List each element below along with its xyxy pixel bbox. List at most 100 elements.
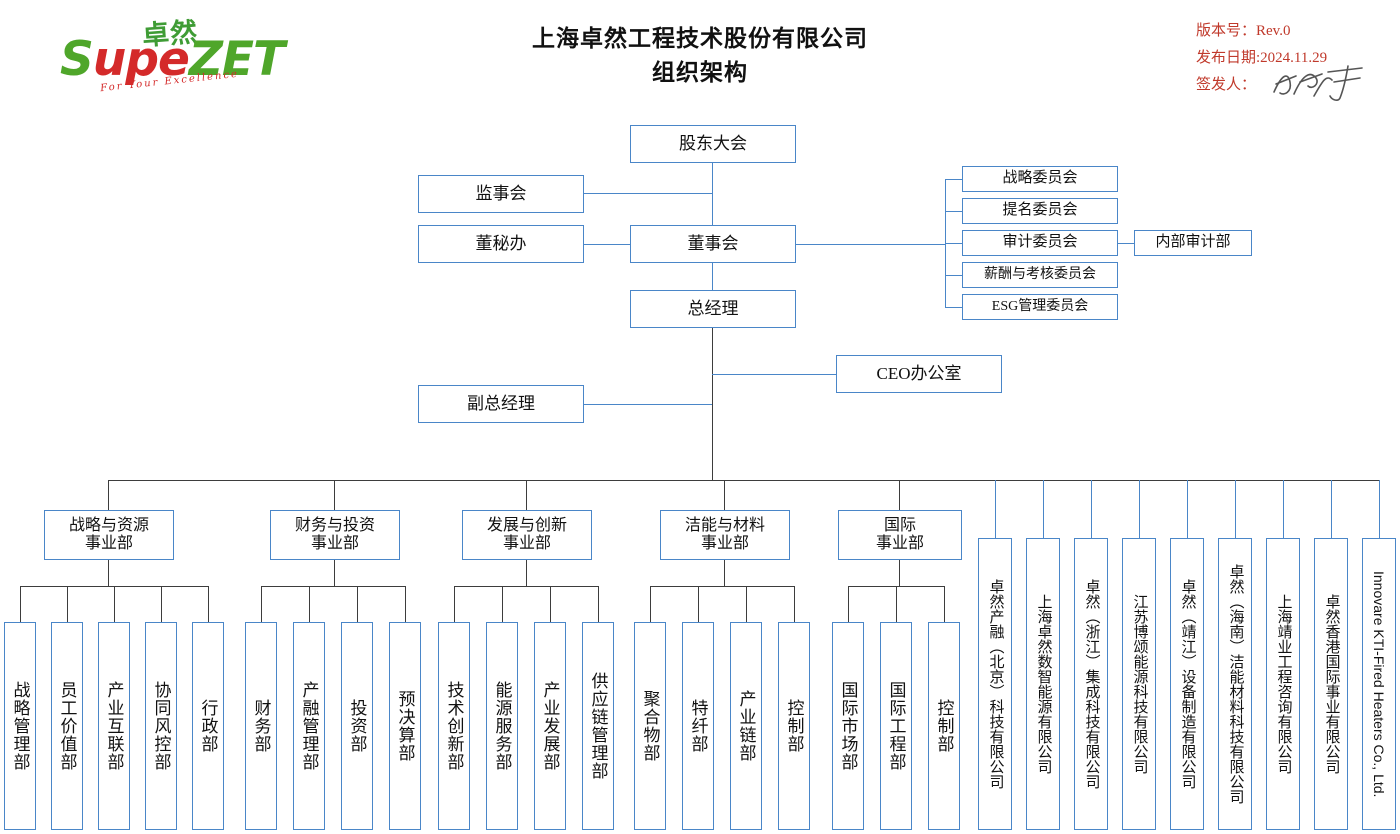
dept-label: 供应链管理部 [588,672,608,780]
dept-industry-finance-management[interactable]: 产融管理部 [293,622,325,830]
stem-division-4 [724,560,726,586]
node-label: ESG管理委员会 [991,298,1089,314]
node-remuneration-committee[interactable]: 薪酬与考核委员会 [962,262,1118,288]
dept-collaborative-risk-control[interactable]: 协同风控部 [145,622,177,830]
node-internal-audit-department[interactable]: 内部审计部 [1134,230,1252,256]
connector-d1-dept-4 [161,586,163,622]
connector-d5-dept-1 [848,586,850,622]
stem-division-1 [108,560,110,586]
page-title-line1: 上海卓然工程技术股份有限公司 [532,26,868,51]
node-board-secretary-office[interactable]: 董秘办 [418,225,584,263]
connector-committee-3 [945,243,962,245]
connector-d4-dept-3 [746,586,748,622]
connector-d2-dept-1 [261,586,263,622]
subsidiary-zhuoran-zhejiang-integration[interactable]: 卓然（浙江）集成科技有限公司 [1074,538,1108,830]
dept-label: 能源服务部 [492,681,512,771]
dept-budget-final-accounts[interactable]: 预决算部 [389,622,421,830]
node-label: 薪酬与考核委员会 [984,266,1096,282]
node-label: 副总经理 [467,394,535,414]
connector-bus-division-3 [526,480,528,510]
node-strategy-committee[interactable]: 战略委员会 [962,166,1118,192]
node-nomination-committee[interactable]: 提名委员会 [962,198,1118,224]
connector-bus-subsidiary-5 [1187,480,1189,538]
dept-finance[interactable]: 财务部 [245,622,277,830]
connector-bus-subsidiary-1 [995,480,997,538]
division-label-line1: 财务与投资 [294,516,375,534]
subsidiary-label: 上海卓然数智能源有限公司 [1035,594,1052,774]
subsidiary-label: 卓然香港国际事业有限公司 [1323,594,1340,774]
dept-label: 控制部 [934,699,954,753]
dept-international-engineering[interactable]: 国际工程部 [880,622,912,830]
division-label-line2: 事业部 [84,535,133,552]
dept-label: 战略管理部 [10,681,30,771]
division-label-line2: 事业部 [310,535,359,552]
connector-bus-subsidiary-6 [1235,480,1237,538]
subsidiary-label: 上海靖业工程咨询有限公司 [1275,594,1292,774]
dept-supply-chain-management[interactable]: 供应链管理部 [582,622,614,830]
connector-d1-dept-3 [114,586,116,622]
dept-international-market[interactable]: 国际市场部 [832,622,864,830]
division-finance-investment[interactable]: 财务与投资 事业部 [270,510,400,560]
dept-control-materials[interactable]: 控制部 [778,622,810,830]
connector-d2-dept-3 [357,586,359,622]
dept-polymer[interactable]: 聚合物部 [634,622,666,830]
node-supervisory-board[interactable]: 监事会 [418,175,584,213]
dept-label: 控制部 [784,699,804,753]
dept-energy-service[interactable]: 能源服务部 [486,622,518,830]
connector-d4-dept-1 [650,586,652,622]
main-division-bus [108,480,1380,482]
division-label-line1: 发展与创新 [486,516,567,534]
dept-label: 国际市场部 [838,681,858,771]
dept-label: 产业发展部 [540,681,560,771]
connector-bus-subsidiary-8 [1331,480,1333,538]
node-general-manager[interactable]: 总经理 [630,290,796,328]
dept-label: 特纤部 [688,699,708,753]
subsidiary-zhuoran-hainan-clean-materials[interactable]: 卓然（海南）洁能材料科技有限公司 [1218,538,1252,830]
page-title-line2: 组织架构 [652,60,748,85]
division-clean-energy-materials[interactable]: 洁能与材料 事业部 [660,510,790,560]
division-label-line1: 洁能与材料 [684,516,765,534]
subsidiary-shanghai-jingye-consulting[interactable]: 上海靖业工程咨询有限公司 [1266,538,1300,830]
division-label-line2: 事业部 [875,535,924,552]
node-audit-committee[interactable]: 审计委员会 [962,230,1118,256]
division-label-line2: 事业部 [502,535,551,552]
dept-industry-development[interactable]: 产业发展部 [534,622,566,830]
node-esg-committee[interactable]: ESG管理委员会 [962,294,1118,320]
node-deputy-general-manager[interactable]: 副总经理 [418,385,584,423]
dept-label: 投资部 [347,699,367,753]
connector-committee-1 [945,179,962,181]
node-board-of-directors[interactable]: 董事会 [630,225,796,263]
connector-shareholders-board [712,163,714,225]
node-ceo-office[interactable]: CEO办公室 [836,355,1002,393]
dept-special-fiber[interactable]: 特纤部 [682,622,714,830]
division-international[interactable]: 国际 事业部 [838,510,962,560]
dept-strategy-management[interactable]: 战略管理部 [4,622,36,830]
connector-d5-dept-3 [944,586,946,622]
revision-value: Rev.0 [1256,23,1291,39]
dept-industrial-internet[interactable]: 产业互联部 [98,622,130,830]
subsidiary-zhuoran-chanrong-beijing[interactable]: 卓然产融（北京）科技有限公司 [978,538,1012,830]
connector-committee-4 [945,275,962,277]
node-label: 战略委员会 [1002,170,1078,187]
dept-technology-innovation[interactable]: 技术创新部 [438,622,470,830]
subsidiary-label: 卓然产融（北京）科技有限公司 [987,579,1004,789]
division-strategy-resources[interactable]: 战略与资源 事业部 [44,510,174,560]
connector-bus-subsidiary-3 [1091,480,1093,538]
connector-bus-subsidiary-9 [1379,480,1381,538]
subsidiary-shanghai-shuzhi-energy[interactable]: 上海卓然数智能源有限公司 [1026,538,1060,830]
subsidiary-zhuoran-hongkong-international[interactable]: 卓然香港国际事业有限公司 [1314,538,1348,830]
dept-industrial-chain[interactable]: 产业链部 [730,622,762,830]
subsidiary-jiangsu-bosong-energy[interactable]: 江苏博颂能源科技有限公司 [1122,538,1156,830]
division-label-line1: 战略与资源 [68,516,149,534]
subsidiary-innovare-kti[interactable]: Innovare KTI-Fired Heaters Co., Ltd. [1362,538,1396,830]
node-shareholders-meeting[interactable]: 股东大会 [630,125,796,163]
subsidiary-zhuoran-jingjiang-equipment[interactable]: 卓然（靖江）设备制造有限公司 [1170,538,1204,830]
dept-employee-value[interactable]: 员工价值部 [51,622,83,830]
dept-investment[interactable]: 投资部 [341,622,373,830]
subbus-division-4 [650,586,794,588]
dept-administration[interactable]: 行政部 [192,622,224,830]
node-label: 提名委员会 [1002,202,1078,219]
node-label: 总经理 [687,299,739,319]
dept-control-international[interactable]: 控制部 [928,622,960,830]
division-development-innovation[interactable]: 发展与创新 事业部 [462,510,592,560]
